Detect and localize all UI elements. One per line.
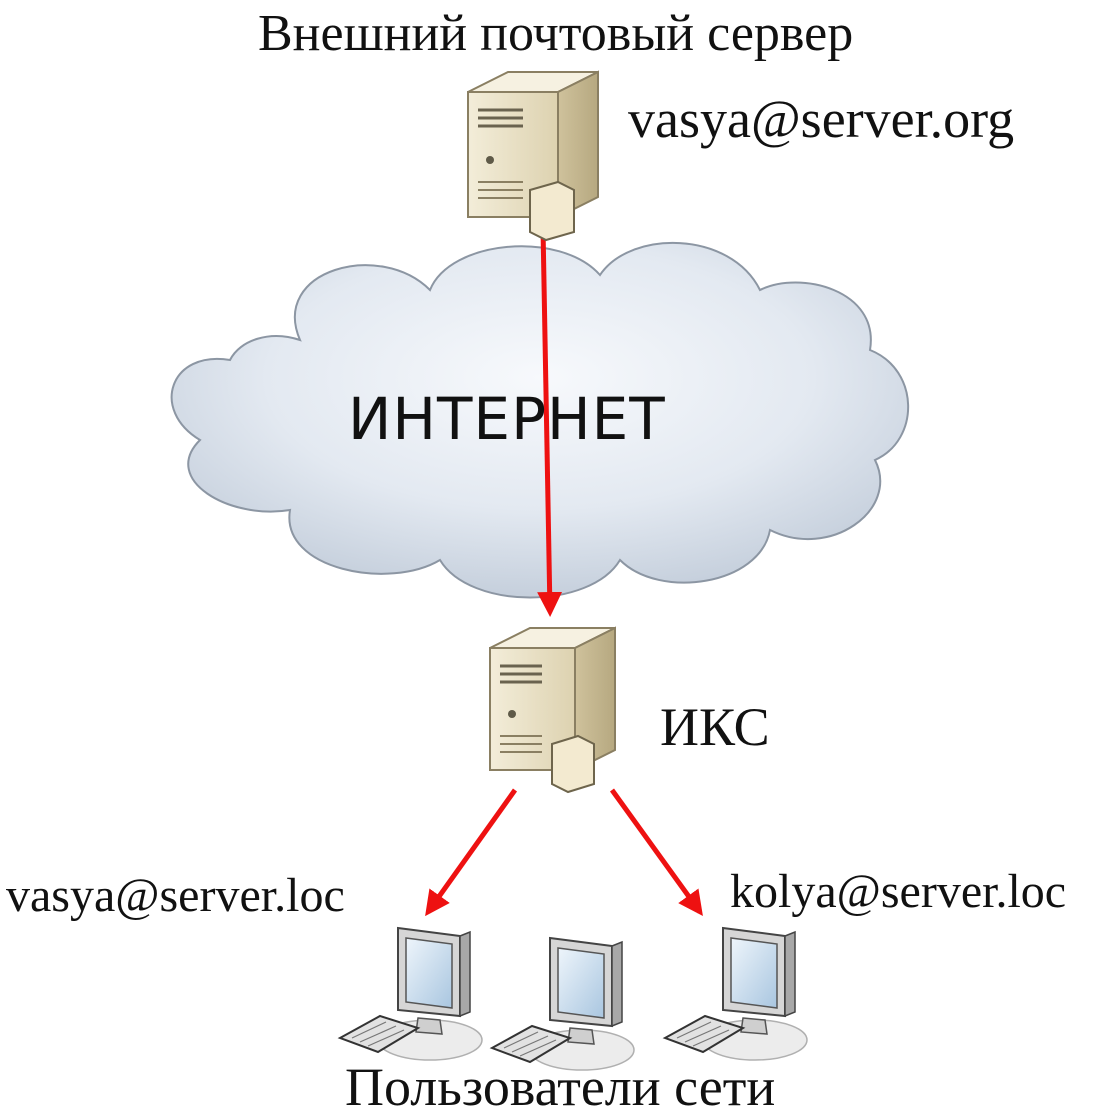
users-caption: Пользователи сети: [345, 1057, 776, 1108]
gateway-server-icon: [489, 626, 616, 794]
external-server-icon: [467, 70, 599, 242]
external-server-address: vasya@server.org: [628, 89, 1015, 149]
workstation-icon: [662, 926, 808, 1061]
internet-label: ИНТЕРНЕТ: [348, 385, 666, 453]
right-user-address: kolya@server.loc: [730, 865, 1067, 918]
gateway-label: ИКС: [660, 697, 770, 757]
arrow-external-to-gateway: [537, 227, 563, 617]
arrow-gateway-to-right-user: [609, 788, 703, 917]
mail-flow-arrows: [425, 227, 703, 917]
workstation-icon: [337, 926, 483, 1061]
external-server-title: Внешний почтовый сервер: [258, 5, 854, 62]
internet-cloud: [170, 241, 910, 599]
left-user-address: vasya@server.loc: [6, 869, 345, 922]
arrow-gateway-to-left-user: [425, 788, 518, 917]
workstation-icon: [489, 936, 635, 1071]
